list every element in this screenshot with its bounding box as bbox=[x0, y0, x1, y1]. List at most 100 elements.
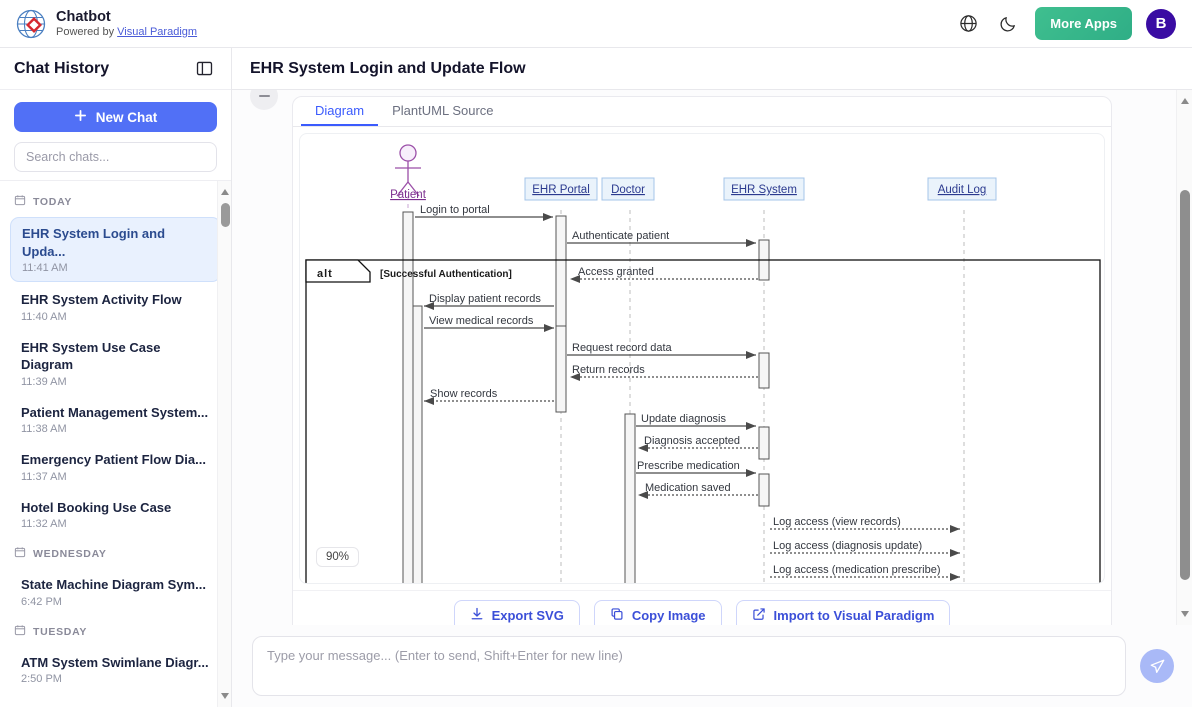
main-header: EHR System Login and Update Flow bbox=[232, 48, 1192, 90]
new-chat-label: New Chat bbox=[95, 109, 158, 125]
visual-paradigm-link[interactable]: Visual Paradigm bbox=[117, 25, 198, 38]
copy-icon bbox=[610, 607, 624, 624]
copy-image-button[interactable]: Copy Image bbox=[593, 599, 722, 625]
chat-history-item[interactable]: Emergency Patient Flow Dia... 11:37 AM bbox=[10, 444, 221, 490]
page-title: EHR System Login and Update Flow bbox=[250, 59, 526, 77]
top-bar: Chatbot Powered by Visual Paradigm More … bbox=[0, 0, 1192, 48]
chat-item-title: Hotel Booking Use Case bbox=[21, 499, 172, 515]
moon-icon[interactable] bbox=[995, 11, 1021, 37]
new-chat-button[interactable]: New Chat bbox=[14, 102, 217, 132]
label-display-patient-records: Display patient records bbox=[429, 293, 541, 305]
actor-label-patient: Patient bbox=[390, 189, 427, 201]
label-log-access-view-records: Log access (view records) bbox=[773, 516, 901, 528]
chat-item-time: 11:32 AM bbox=[21, 518, 67, 531]
main-scroll-down-arrow-icon[interactable] bbox=[1181, 611, 1189, 619]
chat-item-time: 11:37 AM bbox=[21, 470, 67, 483]
card-tabs: Diagram PlantUML Source bbox=[293, 97, 1111, 127]
tab-diagram[interactable]: Diagram bbox=[301, 97, 379, 126]
sidebar-header: Chat History bbox=[0, 48, 231, 90]
sidebar-day-group: WEDNESDAY bbox=[0, 539, 231, 567]
tab-plantuml-source[interactable]: PlantUML Source bbox=[392, 103, 494, 118]
chat-item-title: State Machine Diagram Sym... bbox=[21, 577, 206, 593]
label-prescribe-medication: Prescribe medication bbox=[637, 460, 740, 472]
day-group-label: TODAY bbox=[33, 196, 73, 208]
chat-history-item[interactable]: Patient Management System... 11:38 AM bbox=[10, 397, 221, 443]
powered-by-text: Powered by bbox=[56, 25, 118, 38]
chat-item-title: EHR System Use Case Diagram bbox=[21, 339, 161, 373]
sidebar-day-group: TUESDAY bbox=[0, 617, 231, 645]
scroll-down-arrow-icon[interactable] bbox=[221, 693, 229, 701]
label-diagnosis-accepted: Diagnosis accepted bbox=[644, 435, 740, 447]
brand-subtitle: Powered by Visual Paradigm bbox=[56, 26, 197, 39]
message-labels: Login to portal Authenticate patient Acc… bbox=[420, 204, 941, 576]
sidebar-title: Chat History bbox=[14, 59, 110, 77]
chat-item-title: EHR System Login and Upda... bbox=[22, 226, 166, 259]
chat-history-item[interactable]: ATM System Swimlane Diagr...2:50 PM bbox=[10, 647, 221, 693]
chat-item-title: EHR System Activity Flow bbox=[21, 292, 182, 308]
diagram-actions: Export SVG Copy Image bbox=[293, 590, 1111, 625]
main-scrollbar-thumb[interactable] bbox=[1180, 190, 1190, 580]
avatar[interactable]: B bbox=[1146, 8, 1176, 39]
plus-icon bbox=[74, 109, 87, 125]
panel-toggle-icon[interactable] bbox=[191, 56, 217, 82]
chat-history-item[interactable]: EHR System Login and Upda... 11:41 AM bbox=[10, 217, 221, 283]
visual-paradigm-logo-icon bbox=[16, 9, 46, 39]
label-view-medical-records: View medical records bbox=[429, 315, 534, 327]
calendar-icon bbox=[14, 193, 26, 211]
sidebar-actions: New Chat bbox=[0, 90, 231, 181]
main-scrollbar[interactable] bbox=[1176, 90, 1192, 625]
chat-item-time: 11:41 AM bbox=[22, 262, 68, 275]
calendar-icon bbox=[14, 545, 26, 563]
zoom-level-badge: 90% bbox=[316, 547, 360, 567]
sidebar: Chat History New Chat TODAY EHR System Lo… bbox=[0, 48, 232, 707]
alt-operator-label: alt bbox=[317, 268, 333, 280]
day-group-label: TUESDAY bbox=[33, 625, 88, 638]
main-panel: EHR System Login and Update Flow Diagram… bbox=[232, 48, 1192, 707]
sidebar-day-group: TODAY bbox=[0, 187, 231, 215]
chat-history-item[interactable]: Hotel Booking Use Case 11:32 AM bbox=[10, 492, 221, 538]
label-show-records: Show records bbox=[430, 388, 498, 400]
more-apps-button[interactable]: More Apps bbox=[1035, 7, 1132, 40]
search-input[interactable] bbox=[14, 142, 217, 172]
messages bbox=[415, 212, 960, 581]
alt-condition-label: [Successful Authentication] bbox=[380, 269, 512, 280]
participant-label-ehr-system: EHR System bbox=[731, 184, 797, 196]
scroll-up-arrow-icon[interactable] bbox=[221, 187, 229, 195]
sidebar-scrollbar-thumb[interactable] bbox=[221, 203, 230, 227]
chat-history-item[interactable]: State Machine Diagram Sym...6:42 PM bbox=[10, 569, 221, 615]
chat-history-list[interactable]: TODAY EHR System Login and Upda... 11:41 A… bbox=[0, 181, 231, 707]
chat-scroll-area[interactable]: Diagram PlantUML Source bbox=[232, 90, 1192, 625]
actor-patient bbox=[395, 144, 421, 197]
chat-item-title: Emergency Patient Flow Dia... bbox=[21, 452, 206, 468]
message-composer bbox=[232, 625, 1192, 707]
chat-item-time: 11:38 AM bbox=[21, 423, 67, 436]
import-to-visual-paradigm-button[interactable]: Import to Visual Paradigm bbox=[735, 599, 951, 625]
label-log-access-medication-prescribe: Log access (medication prescribe) bbox=[773, 564, 941, 576]
main-scroll-up-arrow-icon[interactable] bbox=[1181, 96, 1189, 104]
chat-item-time: 2:50 PM bbox=[21, 673, 62, 686]
chat-item-time: 11:39 AM bbox=[21, 375, 67, 388]
label-update-diagnosis: Update diagnosis bbox=[641, 413, 727, 425]
label-access-granted: Access granted bbox=[578, 266, 654, 278]
diagram-viewport[interactable]: Patient EHR Portal Doctor EHR System Aud… bbox=[299, 133, 1105, 584]
assistant-avatar bbox=[250, 90, 278, 110]
activation-bars bbox=[402, 211, 770, 583]
participant-label-ehr-portal: EHR Portal bbox=[532, 184, 590, 196]
participant-boxes: EHR Portal Doctor EHR System Audit Log bbox=[524, 177, 997, 201]
chat-item-title: Patient Management System... bbox=[21, 404, 209, 420]
alt-fragment bbox=[305, 259, 1101, 583]
globe-icon[interactable] bbox=[955, 11, 981, 37]
label-log-access-diagnosis-update: Log access (diagnosis update) bbox=[773, 540, 922, 552]
label-request-record-data: Request record data bbox=[572, 342, 673, 354]
sidebar-scrollbar[interactable] bbox=[217, 181, 231, 707]
calendar-icon bbox=[14, 623, 26, 641]
download-icon bbox=[470, 607, 484, 624]
copy-image-label: Copy Image bbox=[631, 608, 706, 623]
export-svg-button[interactable]: Export SVG bbox=[453, 599, 580, 625]
send-button[interactable] bbox=[1140, 649, 1174, 683]
label-authenticate-patient: Authenticate patient bbox=[572, 230, 669, 242]
message-input[interactable] bbox=[252, 636, 1126, 696]
participant-label-doctor: Doctor bbox=[611, 184, 645, 196]
chat-history-item[interactable]: EHR System Use Case Diagram 11:39 AM bbox=[10, 332, 221, 395]
